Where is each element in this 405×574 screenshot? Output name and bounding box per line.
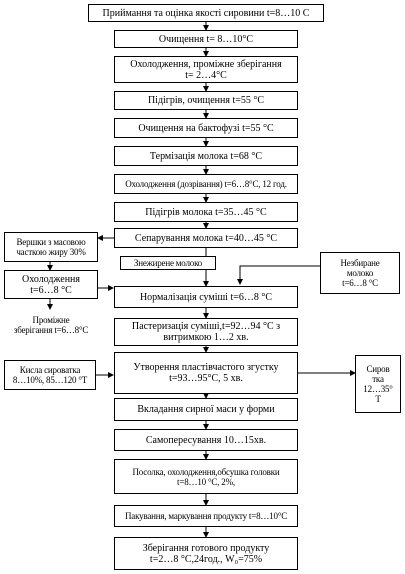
- step-curd-molding: Вкладання сирної маси у форми: [114, 398, 298, 421]
- step-heating-cleaning: Підігрів, очищення t=55 °С: [114, 91, 298, 110]
- step-finished-product-storage: Зберігання готового продукту t=2…8 °С,24…: [114, 537, 298, 570]
- step-bactofuge-cleaning: Очищення на бактофузі t=55 °С: [114, 118, 298, 138]
- side-whole-milk-input: Незбиране молоко t=6…8 °С: [320, 252, 400, 294]
- step-cooling-intermediate-storage: Охолодження, проміжне зберігання t= 2…4°…: [114, 56, 298, 83]
- step-receiving-quality-check: Приймання та оцінка якості сировини t=8……: [88, 4, 324, 22]
- side-whey-output: Сиров тка 12…35° Т: [355, 355, 401, 413]
- side-cream-30-percent: Вершки з масовою часткою жиру 30%: [4, 232, 98, 262]
- step-flaky-curd-formation: Утворення пластівчастого згустку t=93…95…: [114, 352, 298, 394]
- step-milk-heating: Підігрів молока t=35…45 °С: [114, 202, 298, 222]
- step-salting-cooling-drying: Посолка, охолодження,обсушка головки t=8…: [114, 459, 298, 494]
- side-cream-intermediate-storage: Проміжне зберігання t=6…8°С: [13, 315, 89, 335]
- side-skim-milk-label: Знежирене молоко: [120, 256, 216, 270]
- side-acid-whey-input: Кисла сироватка 8…10%, 85…120 °Т: [4, 360, 96, 390]
- step-packing-labeling: Пакування, маркування продукту t=8…10°С: [114, 505, 298, 527]
- step-thermization: Термізація молока t=68 °С: [114, 146, 298, 166]
- step-self-pressing: Самопересування 10…15хв.: [114, 429, 298, 451]
- side-cream-cooling: Охолодження t=6…8 °С: [4, 270, 98, 299]
- step-milk-separation: Сепарування молока t=40…45 °С: [114, 228, 298, 248]
- step-cooling-ripening: Охолодження (дозрівання) t=6…8°С, 12 год…: [114, 174, 298, 194]
- step-mixture-pasteurization: Пастеризація суміші,t=92…94 °С з витримк…: [114, 318, 298, 346]
- step-cleaning: Очищення t= 8…10°С: [114, 30, 298, 48]
- step-mixture-normalization: Нормалізація суміші t=6…8 °С: [114, 286, 298, 308]
